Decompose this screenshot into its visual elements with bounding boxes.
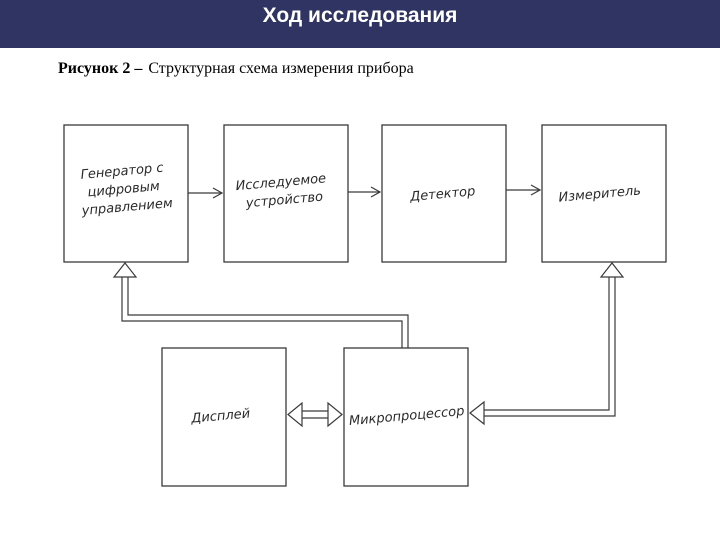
header-bar: Ход исследования [0,0,720,48]
detector-label-line: Детектор [408,184,475,205]
generator-label: Генератор с цифровым управлением [77,160,173,219]
detector-label: Детектор [408,184,475,205]
display-label: Дисплей [190,406,251,426]
meter-label: Измеритель [558,183,642,205]
generator-label-line: Генератор с [80,161,164,183]
generator-block [63,124,189,263]
figure-caption: Рисунок 2 – Структурная схема измерения п… [58,60,414,78]
arrow-detector-to-meter [506,184,542,196]
detector-block [381,124,507,263]
generator-label-line: цифровым [87,179,161,200]
microprocessor-block [343,347,469,487]
arrow-meter-to-microprocessor [469,262,625,426]
caption-text: Структурная схема измерения прибора [148,60,414,77]
arrow-generator-to-device [188,187,224,199]
arrow-device-to-detector [348,186,382,198]
device-block [223,124,349,263]
display-block [161,347,287,487]
meter-block [541,124,667,263]
display-label-line: Дисплей [190,406,251,426]
device-label-line: устройство [244,190,323,212]
arrow-display-microprocessor [287,401,343,428]
arrow-microprocessor-to-generator [112,262,409,348]
meter-label-line: Измеритель [558,183,642,205]
caption-label: Рисунок 2 – [58,60,143,77]
slide-title: Ход исследования [262,4,458,27]
